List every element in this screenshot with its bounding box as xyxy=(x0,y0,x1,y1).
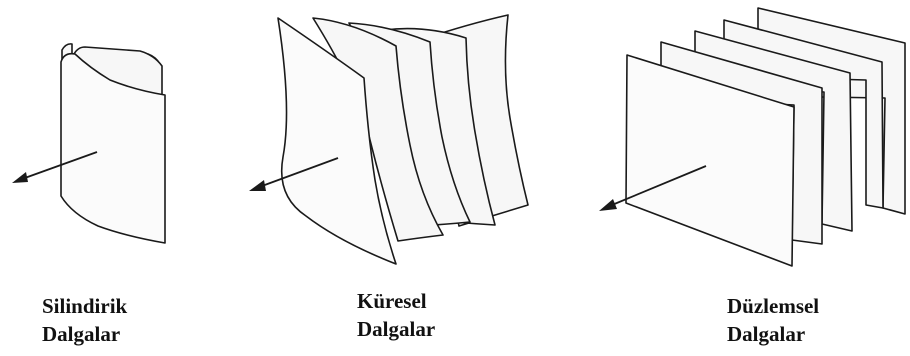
spherical-waves-label: Küresel Dalgalar xyxy=(357,287,435,343)
cylindrical-arrowhead xyxy=(12,172,28,183)
cylindrical-wave-figure xyxy=(12,44,165,243)
spherical-wave-figure xyxy=(249,15,528,264)
planar-label-line1: Düzlemsel xyxy=(727,292,819,320)
planar-wave-figure xyxy=(599,8,905,266)
cylindrical-waves-label: Silindirik Dalgalar xyxy=(42,292,127,348)
cylindrical-label-line2: Dalgalar xyxy=(42,320,127,348)
planar-waves-label: Düzlemsel Dalgalar xyxy=(727,292,819,348)
spherical-arrowhead xyxy=(249,180,266,191)
cylindrical-label-line1: Silindirik xyxy=(42,292,127,320)
planar-label-line2: Dalgalar xyxy=(727,320,819,348)
planar-arrowhead xyxy=(599,199,617,211)
spherical-label-line2: Dalgalar xyxy=(357,315,435,343)
spherical-label-line1: Küresel xyxy=(357,287,435,315)
